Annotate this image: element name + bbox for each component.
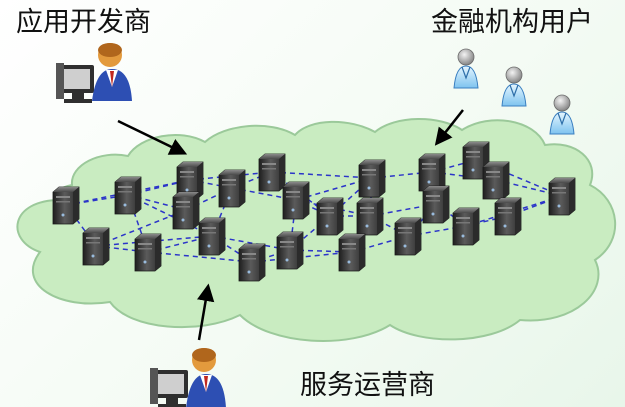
network-link xyxy=(475,159,563,197)
network-link xyxy=(251,249,291,263)
server-tower-icon xyxy=(418,153,446,192)
server-tower-icon xyxy=(422,185,450,224)
server-tower-icon xyxy=(172,191,200,230)
server-tower-icon xyxy=(282,181,310,220)
server-tower-icon xyxy=(198,217,226,256)
network-link xyxy=(95,209,187,247)
network-link xyxy=(369,215,409,237)
person-at-computer-icon xyxy=(56,43,132,103)
server-tower-icon xyxy=(482,161,510,200)
service-operator-label: 服务运营商 xyxy=(300,370,435,401)
server-tower-icon xyxy=(358,159,386,198)
server-tower-icon xyxy=(82,227,110,266)
network-link xyxy=(407,203,437,237)
network-link xyxy=(271,171,373,179)
network-link xyxy=(465,215,509,227)
server-tower-icon xyxy=(238,243,266,282)
user-avatar-icon xyxy=(501,66,527,107)
server-tower-icon xyxy=(258,153,286,192)
financial-users-label: 金融机构用户 xyxy=(431,7,593,38)
financial-users-group xyxy=(453,48,575,135)
server-tower-icon xyxy=(338,233,366,272)
server-tower-icon xyxy=(316,197,344,236)
network-link xyxy=(189,179,233,189)
network-link xyxy=(231,171,273,189)
server-tower-icon xyxy=(176,161,204,200)
server-tower-icon xyxy=(452,207,480,246)
arrow-users-to-cloud xyxy=(434,109,464,146)
arrow-operator-to-cloud xyxy=(197,283,215,341)
server-tower-icon xyxy=(494,197,522,236)
app-developer-label: 应用开发商 xyxy=(16,7,151,38)
arrow-developer-to-cloud xyxy=(117,119,188,155)
user-avatar-icon xyxy=(549,94,575,135)
network-link xyxy=(189,171,273,181)
network-link xyxy=(127,194,213,237)
arrows xyxy=(117,109,464,341)
server-tower-icon xyxy=(52,186,80,225)
network-link xyxy=(251,251,353,263)
server-nodes xyxy=(52,141,576,282)
server-tower-icon xyxy=(218,169,246,208)
server-tower-icon xyxy=(548,177,576,216)
server-tower-icon xyxy=(276,231,304,270)
server-tower-icon xyxy=(114,176,142,215)
server-tower-icon xyxy=(356,197,384,236)
person-at-computer-icon xyxy=(150,348,226,407)
network-link xyxy=(465,195,563,227)
user-avatar-icon xyxy=(453,48,479,89)
server-tower-icon xyxy=(394,217,422,256)
server-tower-icon xyxy=(134,233,162,272)
